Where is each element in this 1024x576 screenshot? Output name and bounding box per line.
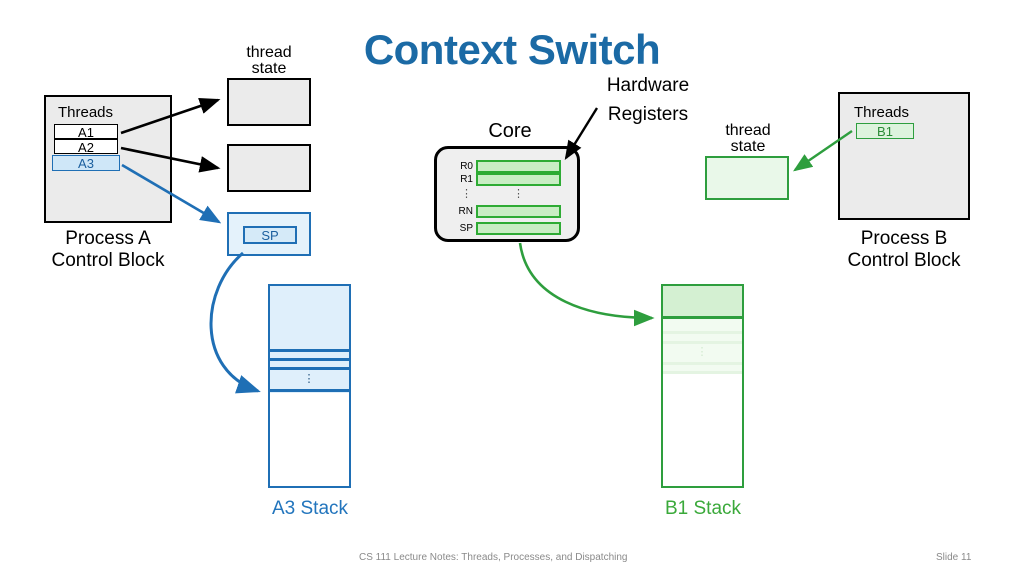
- process-a-threads-header: Threads: [58, 104, 114, 121]
- thread-state-box-b1: [705, 156, 789, 200]
- thread-row-b1[interactable]: B1: [856, 123, 914, 139]
- saved-sp-field[interactable]: SP: [243, 226, 297, 244]
- thread-state-label-b-line2: state: [730, 138, 766, 155]
- thread-state-label-b-line1: thread: [725, 122, 771, 139]
- b1-stack-caption: B1 Stack: [664, 498, 742, 519]
- register-label-r0: R0: [460, 161, 473, 172]
- b1-stack-ellipsis: ⋮: [696, 346, 708, 358]
- core-label: Core: [488, 120, 532, 142]
- thread-row-a1[interactable]: A1: [54, 124, 118, 140]
- process-b-control-block: [838, 92, 970, 220]
- a3-stack-frame-divider-2: [270, 358, 349, 361]
- arrow-sp-to-a3-stack: [209, 251, 261, 394]
- hardware-registers-label-line1: Hardware: [606, 75, 690, 96]
- thread-row-a2[interactable]: A2: [54, 139, 118, 155]
- b1-stack-frame-divider-1: [663, 316, 742, 319]
- b1-stack-frame-divider-4: [663, 362, 742, 365]
- process-a-label-line2: Control Block: [51, 250, 165, 271]
- thread-state-label-a-line2: state: [251, 60, 287, 77]
- register-bar-rn: [476, 205, 561, 218]
- a3-stack: ⋮: [268, 284, 351, 488]
- b1-stack-frame-divider-3: [663, 341, 742, 344]
- footer-slide-number: Slide 11: [936, 552, 972, 563]
- process-b-threads-header: Threads: [854, 104, 910, 121]
- process-a-label-line1: Process A: [65, 228, 151, 249]
- thread-state-box-a2: [227, 144, 311, 192]
- b1-stack-frame-divider-5: [663, 371, 742, 374]
- a3-stack-frame-divider-3: [270, 367, 349, 370]
- register-bar-r0: [476, 160, 561, 173]
- arrow-core-to-b1-stack: [518, 242, 655, 327]
- footer-course-note: CS 111 Lecture Notes: Threads, Processes…: [359, 552, 628, 563]
- register-ellipsis-right: ⋮: [513, 188, 524, 200]
- core-box: R0 R1 ⋮ ⋮ RN SP: [434, 146, 580, 242]
- a3-stack-frame-divider-1: [270, 349, 349, 352]
- b1-stack-active-frame: [663, 286, 742, 318]
- a3-stack-used-region: [270, 286, 349, 393]
- register-label-rn: RN: [458, 206, 473, 217]
- process-b-label-line1: Process B: [860, 228, 948, 249]
- register-ellipsis-left: ⋮: [461, 188, 472, 200]
- b1-stack: ⋮: [661, 284, 744, 488]
- register-label-r1: R1: [460, 174, 473, 185]
- register-bar-r1: [476, 173, 561, 186]
- thread-row-a3[interactable]: A3: [52, 155, 120, 171]
- a3-stack-ellipsis: ⋮: [303, 373, 315, 385]
- saved-context-box: SP: [227, 212, 311, 256]
- process-b-label-line2: Control Block: [847, 250, 961, 271]
- page-title: Context Switch: [363, 26, 661, 73]
- a3-stack-caption: A3 Stack: [271, 498, 349, 519]
- thread-state-label-a-line1: thread: [246, 44, 292, 61]
- thread-state-box-a1: [227, 78, 311, 126]
- hardware-registers-label-line2: Registers: [607, 104, 689, 125]
- register-label-sp: SP: [459, 223, 473, 234]
- b1-stack-frame-divider-2: [663, 331, 742, 334]
- a3-stack-frame-divider-4: [270, 389, 349, 392]
- register-bar-sp: [476, 222, 561, 235]
